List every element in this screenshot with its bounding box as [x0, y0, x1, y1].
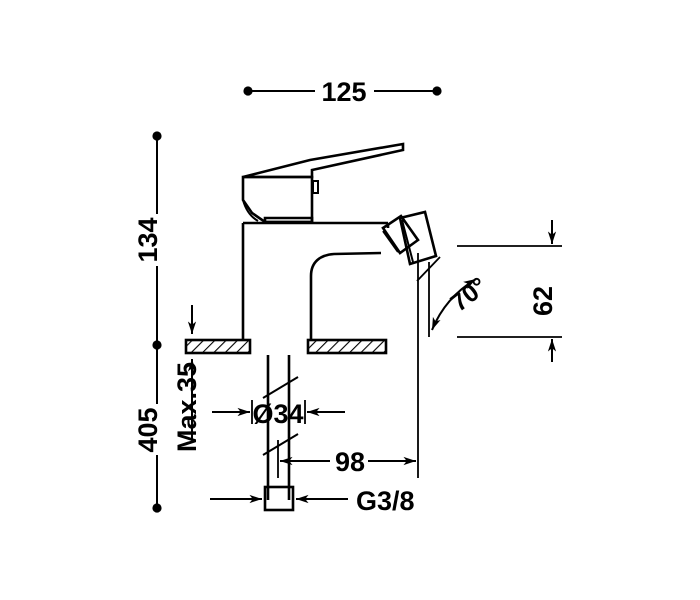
deck-left-hatched-block [184, 338, 252, 355]
supply-connector-block [263, 485, 295, 512]
deck-worktop-section [184, 338, 388, 355]
dim-label-98: 98 [335, 447, 365, 477]
dim-label-g38: G3/8 [356, 486, 415, 516]
aerator-body [398, 210, 438, 266]
lever-pivot-notch [312, 180, 319, 194]
dimension-thread-size: G3/8 [210, 486, 415, 516]
dimension-max-deck-thickness: Max.35 [172, 305, 202, 452]
dim-label-70deg: 70° [446, 272, 493, 317]
dimension-spout-height: 62 [457, 220, 562, 362]
aerator-collar [381, 214, 420, 255]
dim-label-405: 405 [133, 407, 163, 452]
aerator-seam-line [401, 219, 414, 263]
dim-dot-right [432, 86, 442, 96]
dimension-overall-width: 125 [243, 77, 442, 107]
dimension-vertical-left: 134 405 [133, 131, 163, 513]
dim-label-max35: Max.35 [172, 362, 202, 452]
lever-handle-body [241, 175, 314, 224]
shank-break-line-upper [262, 376, 299, 399]
lever-base-plate [263, 216, 314, 224]
dimension-shank-diameter: Ø34 [212, 399, 345, 429]
lever-handle-blade [242, 142, 405, 179]
dim-dot-bottom [152, 503, 162, 513]
dim-label-62: 62 [528, 286, 558, 316]
aerator-stub-line [382, 230, 399, 253]
angle-arc [431, 278, 477, 331]
deck-right-hatched-block [306, 338, 388, 355]
dim-label-d34: Ø34 [252, 399, 303, 429]
dim-label-125: 125 [321, 77, 366, 107]
dim-dot-top [152, 131, 162, 141]
dim-dot-left [243, 86, 253, 96]
dimension-outlet-angle: 70° [416, 256, 493, 337]
dim-dot-middle [152, 340, 162, 350]
faucet-outline-group [241, 142, 438, 512]
lever-underside-curve [242, 199, 259, 222]
dim-label-134: 134 [133, 217, 163, 262]
spout-underside-curve [309, 251, 382, 277]
dimension-spout-reach: 98 [277, 253, 419, 478]
shank-break-line-lower [262, 433, 299, 456]
